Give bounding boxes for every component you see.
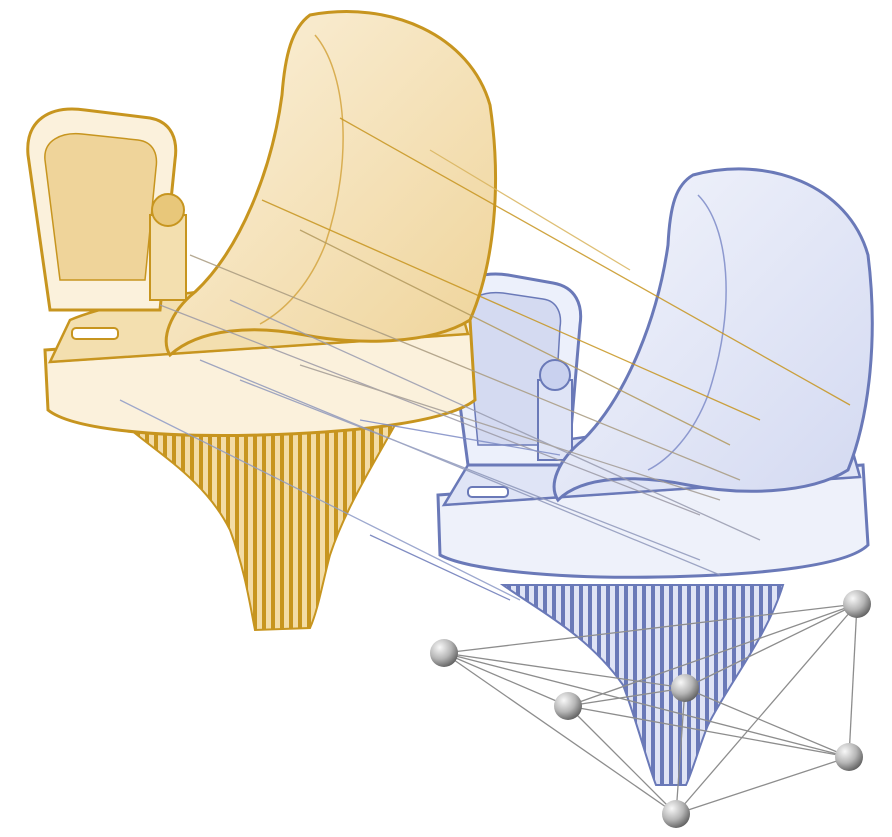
gold-post xyxy=(150,215,186,300)
blue-post xyxy=(538,380,572,460)
blue-stem xyxy=(503,585,783,785)
marker-sphere xyxy=(430,639,458,667)
gold-implant xyxy=(28,12,496,630)
marker-sphere xyxy=(843,590,871,618)
marker-sphere xyxy=(554,692,582,720)
marker-sphere xyxy=(662,800,690,828)
marker-sphere xyxy=(835,743,863,771)
marker-sphere xyxy=(671,674,699,702)
gold-stem xyxy=(125,425,395,630)
